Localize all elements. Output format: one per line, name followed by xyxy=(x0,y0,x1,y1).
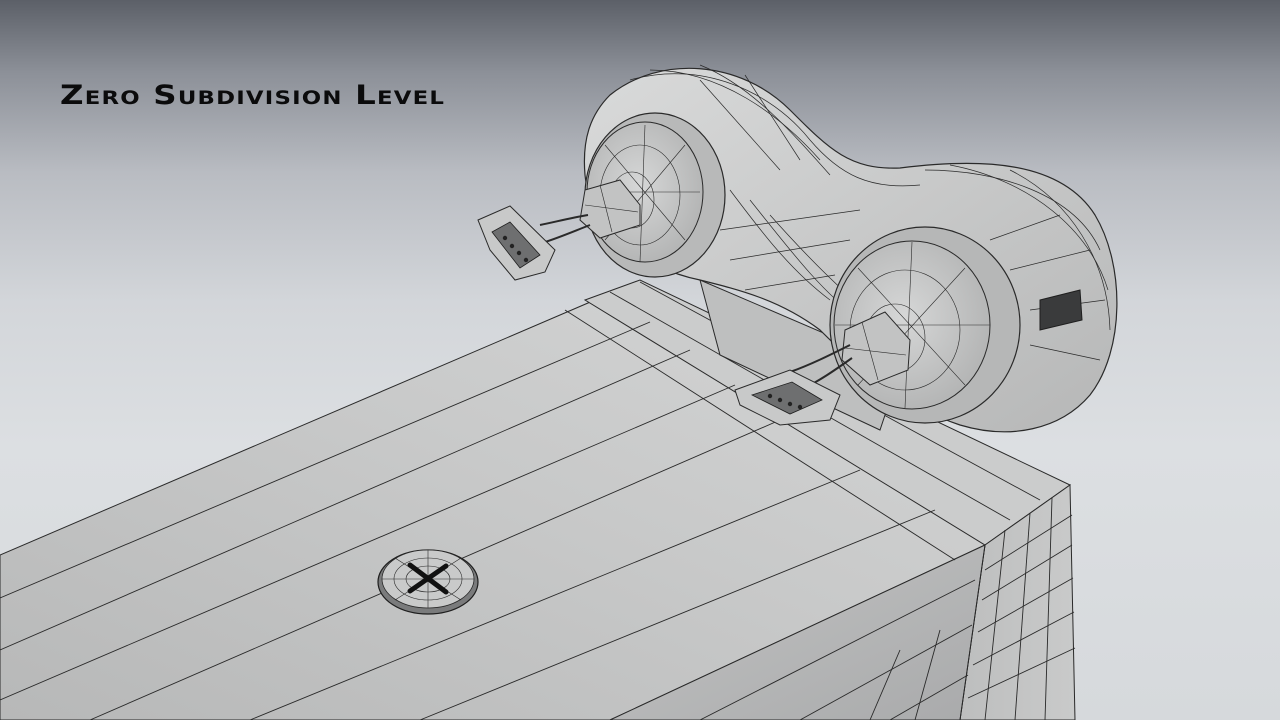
right-lamp xyxy=(734,226,1021,426)
left-lamp-socket xyxy=(579,179,641,239)
left-lamp-connector xyxy=(477,205,556,281)
left-lamp xyxy=(477,112,726,281)
screw-cross-slot xyxy=(407,562,449,595)
subdivision-level-caption: Zero Subdivision Level xyxy=(60,80,446,111)
right-lamp-connector xyxy=(734,369,841,426)
housing-support-post xyxy=(699,279,891,431)
housing-slot xyxy=(1039,289,1083,331)
right-lamp-socket xyxy=(841,311,911,386)
screw-head xyxy=(377,549,479,615)
